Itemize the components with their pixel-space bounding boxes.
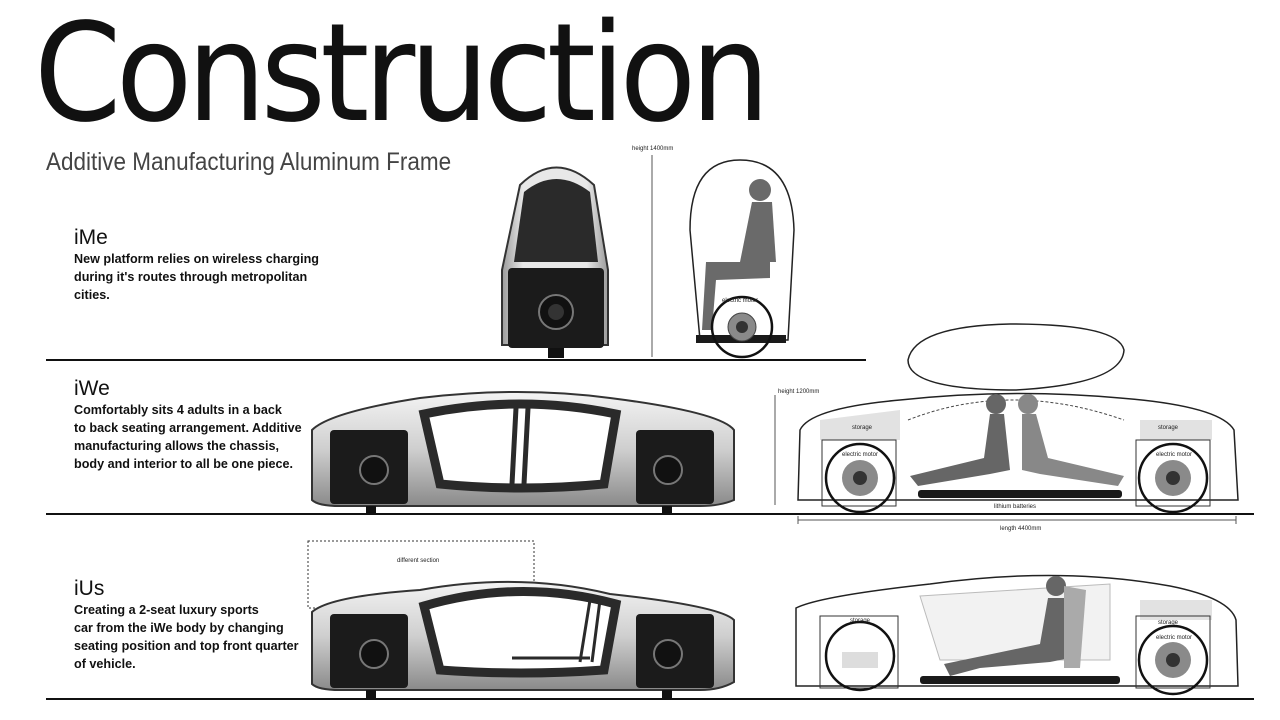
description-line: during it's routes through metropolitan (74, 270, 308, 284)
description-line: Creating a 2-seat luxury sports (74, 603, 259, 617)
iwe-motor-right-label: electric motor (1156, 452, 1192, 458)
section-ius-name: iUs (74, 577, 105, 600)
description-line: seating position and top front quarter (74, 639, 299, 653)
section-ius-description: Creating a 2-seat luxury sports car from… (74, 601, 299, 673)
iwe-batteries-label: lithium batteries (994, 504, 1036, 510)
ime-motor-label: electric motor (722, 298, 758, 304)
ius-storage-right-label: storage (1158, 620, 1179, 626)
iwe-height-label: height 1200mm (778, 389, 819, 395)
ius-render: different section (307, 540, 735, 698)
iwe-storage-right-label: storage (1158, 425, 1179, 431)
description-line: body and interior to all be one piece. (74, 457, 294, 471)
section-iwe-name: iWe (74, 377, 110, 400)
section-ime-name: iMe (74, 226, 108, 249)
description-line: Comfortably sits 4 adults in a back (74, 403, 282, 417)
iwe-storage-left-label: storage (852, 425, 873, 431)
ime-front-render (501, 166, 609, 358)
description-line: New platform relies on wireless charging (74, 252, 319, 266)
ime-side-section: electric motor (689, 159, 795, 359)
iwe-motor-left-label: electric motor (842, 452, 878, 458)
iwe-length-label: length 4400mm (1000, 526, 1041, 532)
description-line: manufacturing allows the chassis, (74, 439, 280, 453)
description-line: car from the iWe body by changing (74, 621, 284, 635)
description-line: of vehicle. (74, 657, 136, 671)
ius-motor-right-label: electric motor (1156, 635, 1192, 641)
page-title: Construction (34, 0, 770, 153)
description-line: cities. (74, 288, 110, 302)
ius-side-section: storage storage electric motor (795, 574, 1239, 696)
description-line: to back seating arrangement. Additive (74, 421, 302, 435)
section-iwe-description: Comfortably sits 4 adults in a back to b… (74, 401, 302, 473)
iwe-render (311, 391, 735, 514)
section-ime-description: New platform relies on wireless charging… (74, 250, 319, 304)
ius-different-section-label: different section (397, 558, 439, 564)
ius-storage-left-label: storage (850, 618, 871, 624)
ime-height-label: height 1400mm (632, 146, 673, 152)
ground-line-iwe (46, 513, 1254, 515)
page-subtitle: Additive Manufacturing Aluminum Frame (46, 148, 452, 176)
iwe-side-section: storage storage electric motor electric … (797, 392, 1239, 514)
ground-line-ime (46, 359, 866, 361)
ground-line-ius (46, 698, 1254, 700)
iwe-roof-section (907, 323, 1125, 391)
